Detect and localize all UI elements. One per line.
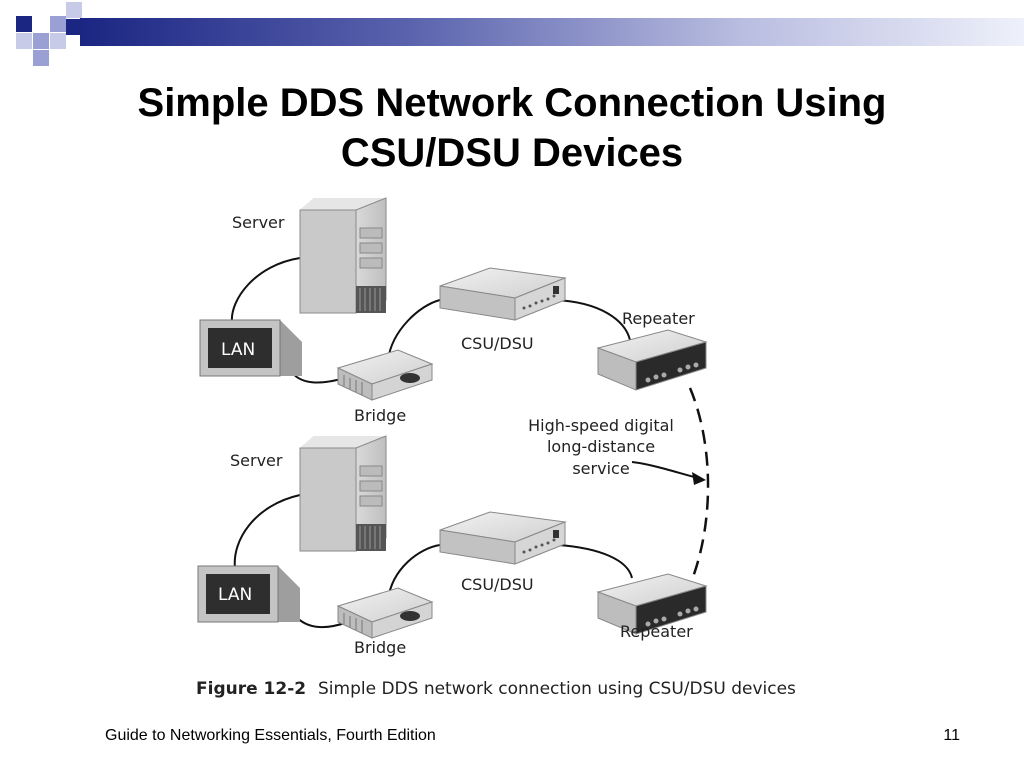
deco-square [66,2,82,18]
deco-square [33,33,49,49]
deco-square [50,16,66,32]
bridge-icon [336,349,434,401]
page-number: 11 [943,727,960,744]
label-bridge-bottom: Bridge [354,638,406,657]
header-gradient-bar [80,18,1024,46]
deco-square [16,16,32,32]
slide-title-line-2: CSU/DSU Devices [340,131,684,175]
label-service-line-2: long-distance [547,437,655,456]
deco-square [16,33,32,49]
cable-bridge-csudsu-top [387,299,441,361]
bridge-icon [336,587,434,639]
cable-server-lan-top [230,257,301,323]
lan-monitor-icon [197,565,300,623]
server-icon [299,435,387,552]
cable-csudsu-repeater-top [554,299,631,341]
csu-dsu-icon [439,267,567,321]
label-csudsu-top: CSU/DSU [461,334,534,353]
deco-square [66,19,82,35]
header-decoration [0,0,1024,66]
figure-number: Figure 12-2 [196,679,306,699]
csu-dsu-icon [439,511,567,565]
label-repeater-bottom: Repeater [620,622,693,641]
long-distance-link [688,387,710,586]
service-arrow [631,461,706,485]
slide-title-line-1: Simple DDS Network Connection Using [137,81,887,125]
cable-server-lan-bottom [233,494,301,569]
label-repeater-top: Repeater [622,309,695,328]
cable-csudsu-repeater-bottom [557,544,633,579]
deco-square [50,33,66,49]
deco-square [33,16,49,32]
label-lan-top: LAN [221,340,255,360]
label-service-line-1: High-speed digital [528,416,674,435]
slide-title: Simple DDS Network Connection Using CSU/… [0,78,1024,178]
footer-book-title: Guide to Networking Essentials, Fourth E… [105,727,436,744]
lan-monitor-icon [199,319,302,377]
label-bridge-top: Bridge [354,406,406,425]
label-server-top: Server [232,213,285,232]
deco-square [33,50,49,66]
label-csudsu-bottom: CSU/DSU [461,575,534,594]
label-lan-bottom: LAN [218,585,252,605]
label-service-line-3: service [572,459,629,478]
label-server-bottom: Server [230,451,283,470]
repeater-icon [596,573,708,635]
server-icon [299,197,387,314]
figure-caption: Simple DDS network connection using CSU/… [318,679,796,699]
repeater-icon [596,329,708,391]
